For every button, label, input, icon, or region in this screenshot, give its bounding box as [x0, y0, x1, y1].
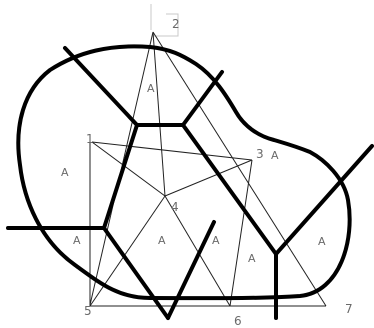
edge-4-6: [164, 195, 231, 307]
triangle-label-right-mid: A: [248, 252, 256, 265]
vertex-2-marker: [150, 4, 179, 37]
voronoi-edge-top-left: [63, 46, 139, 127]
triangle-label-left-upper: A: [61, 166, 69, 179]
edge-5-4: [89, 195, 166, 307]
triangle-label-top: A: [147, 82, 155, 95]
vertex-label-2: 2: [172, 17, 180, 31]
outer-boundary: [16, 44, 352, 301]
voronoi-edge-left-down: [102, 226, 170, 320]
vertex-label-3: 3: [256, 147, 264, 161]
triangle-label-left-lower: A: [73, 234, 81, 247]
vertex-label-6: 6: [234, 314, 242, 328]
vertex-label-4: 4: [171, 200, 179, 214]
voronoi-edge-right-out: [274, 144, 374, 256]
triangle-label-center-left: A: [158, 234, 166, 247]
triangle-label-right-far: A: [318, 235, 326, 248]
triangle-labels: A A A A A A A A: [61, 82, 326, 265]
edge-2-7: [152, 31, 327, 307]
vertex-label-5: 5: [84, 304, 92, 318]
edge-1-3: [91, 141, 253, 161]
triangle-label-right-upper: A: [271, 149, 279, 162]
edge-3-6: [229, 159, 253, 307]
vertex-label-1: 1: [86, 132, 94, 146]
delaunay-triangulation: [89, 31, 327, 307]
triangle-label-center-right: A: [212, 234, 220, 247]
edge-1-4: [91, 141, 166, 197]
edge-3-4: [164, 159, 253, 197]
voronoi-diagram: [6, 46, 374, 320]
vertex-labels: 2 1 3 4 5 6 7: [84, 17, 353, 328]
voronoi-cell-top: [135, 70, 224, 127]
vertex-label-7: 7: [345, 302, 353, 316]
edge-2-4: [152, 31, 166, 197]
voronoi-edge-mid-down: [166, 220, 216, 320]
voronoi-edge-top-to-left: [102, 123, 139, 230]
